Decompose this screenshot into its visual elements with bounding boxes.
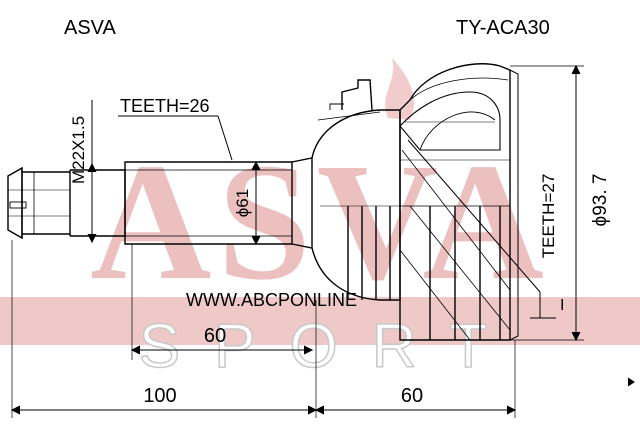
shaft-length-label: 60 xyxy=(204,325,226,347)
outer-teeth-label: TEETH=26 xyxy=(120,96,210,116)
watermark-sport: SPORT xyxy=(139,312,521,381)
watermark-asva: ASVA xyxy=(90,129,550,315)
watermark-flame-icon xyxy=(385,58,414,120)
stem-length-label: 100 xyxy=(143,385,176,407)
inner-teeth-label: TEETH=27 xyxy=(539,174,558,259)
dimension-lines xyxy=(10,64,635,418)
watermark-band xyxy=(0,297,640,345)
labels: ASVA TY-ACA30 M22X1.5 TEETH=26 ϕ61 TEETH… xyxy=(64,17,611,407)
brand-label: ASVA xyxy=(64,17,117,39)
marker-label: I xyxy=(560,297,564,314)
thread-spec-label: M22X1.5 xyxy=(69,116,88,184)
body-length-label: 60 xyxy=(401,385,423,407)
part-number-label: TY-ACA30 xyxy=(456,17,550,39)
outer-diameter-label: ϕ93. 7 xyxy=(590,174,611,227)
website-label: WWW.ABCPONLINE xyxy=(186,290,357,310)
shaft-diameter-label: ϕ61 xyxy=(233,189,252,217)
part-outline xyxy=(7,63,519,341)
